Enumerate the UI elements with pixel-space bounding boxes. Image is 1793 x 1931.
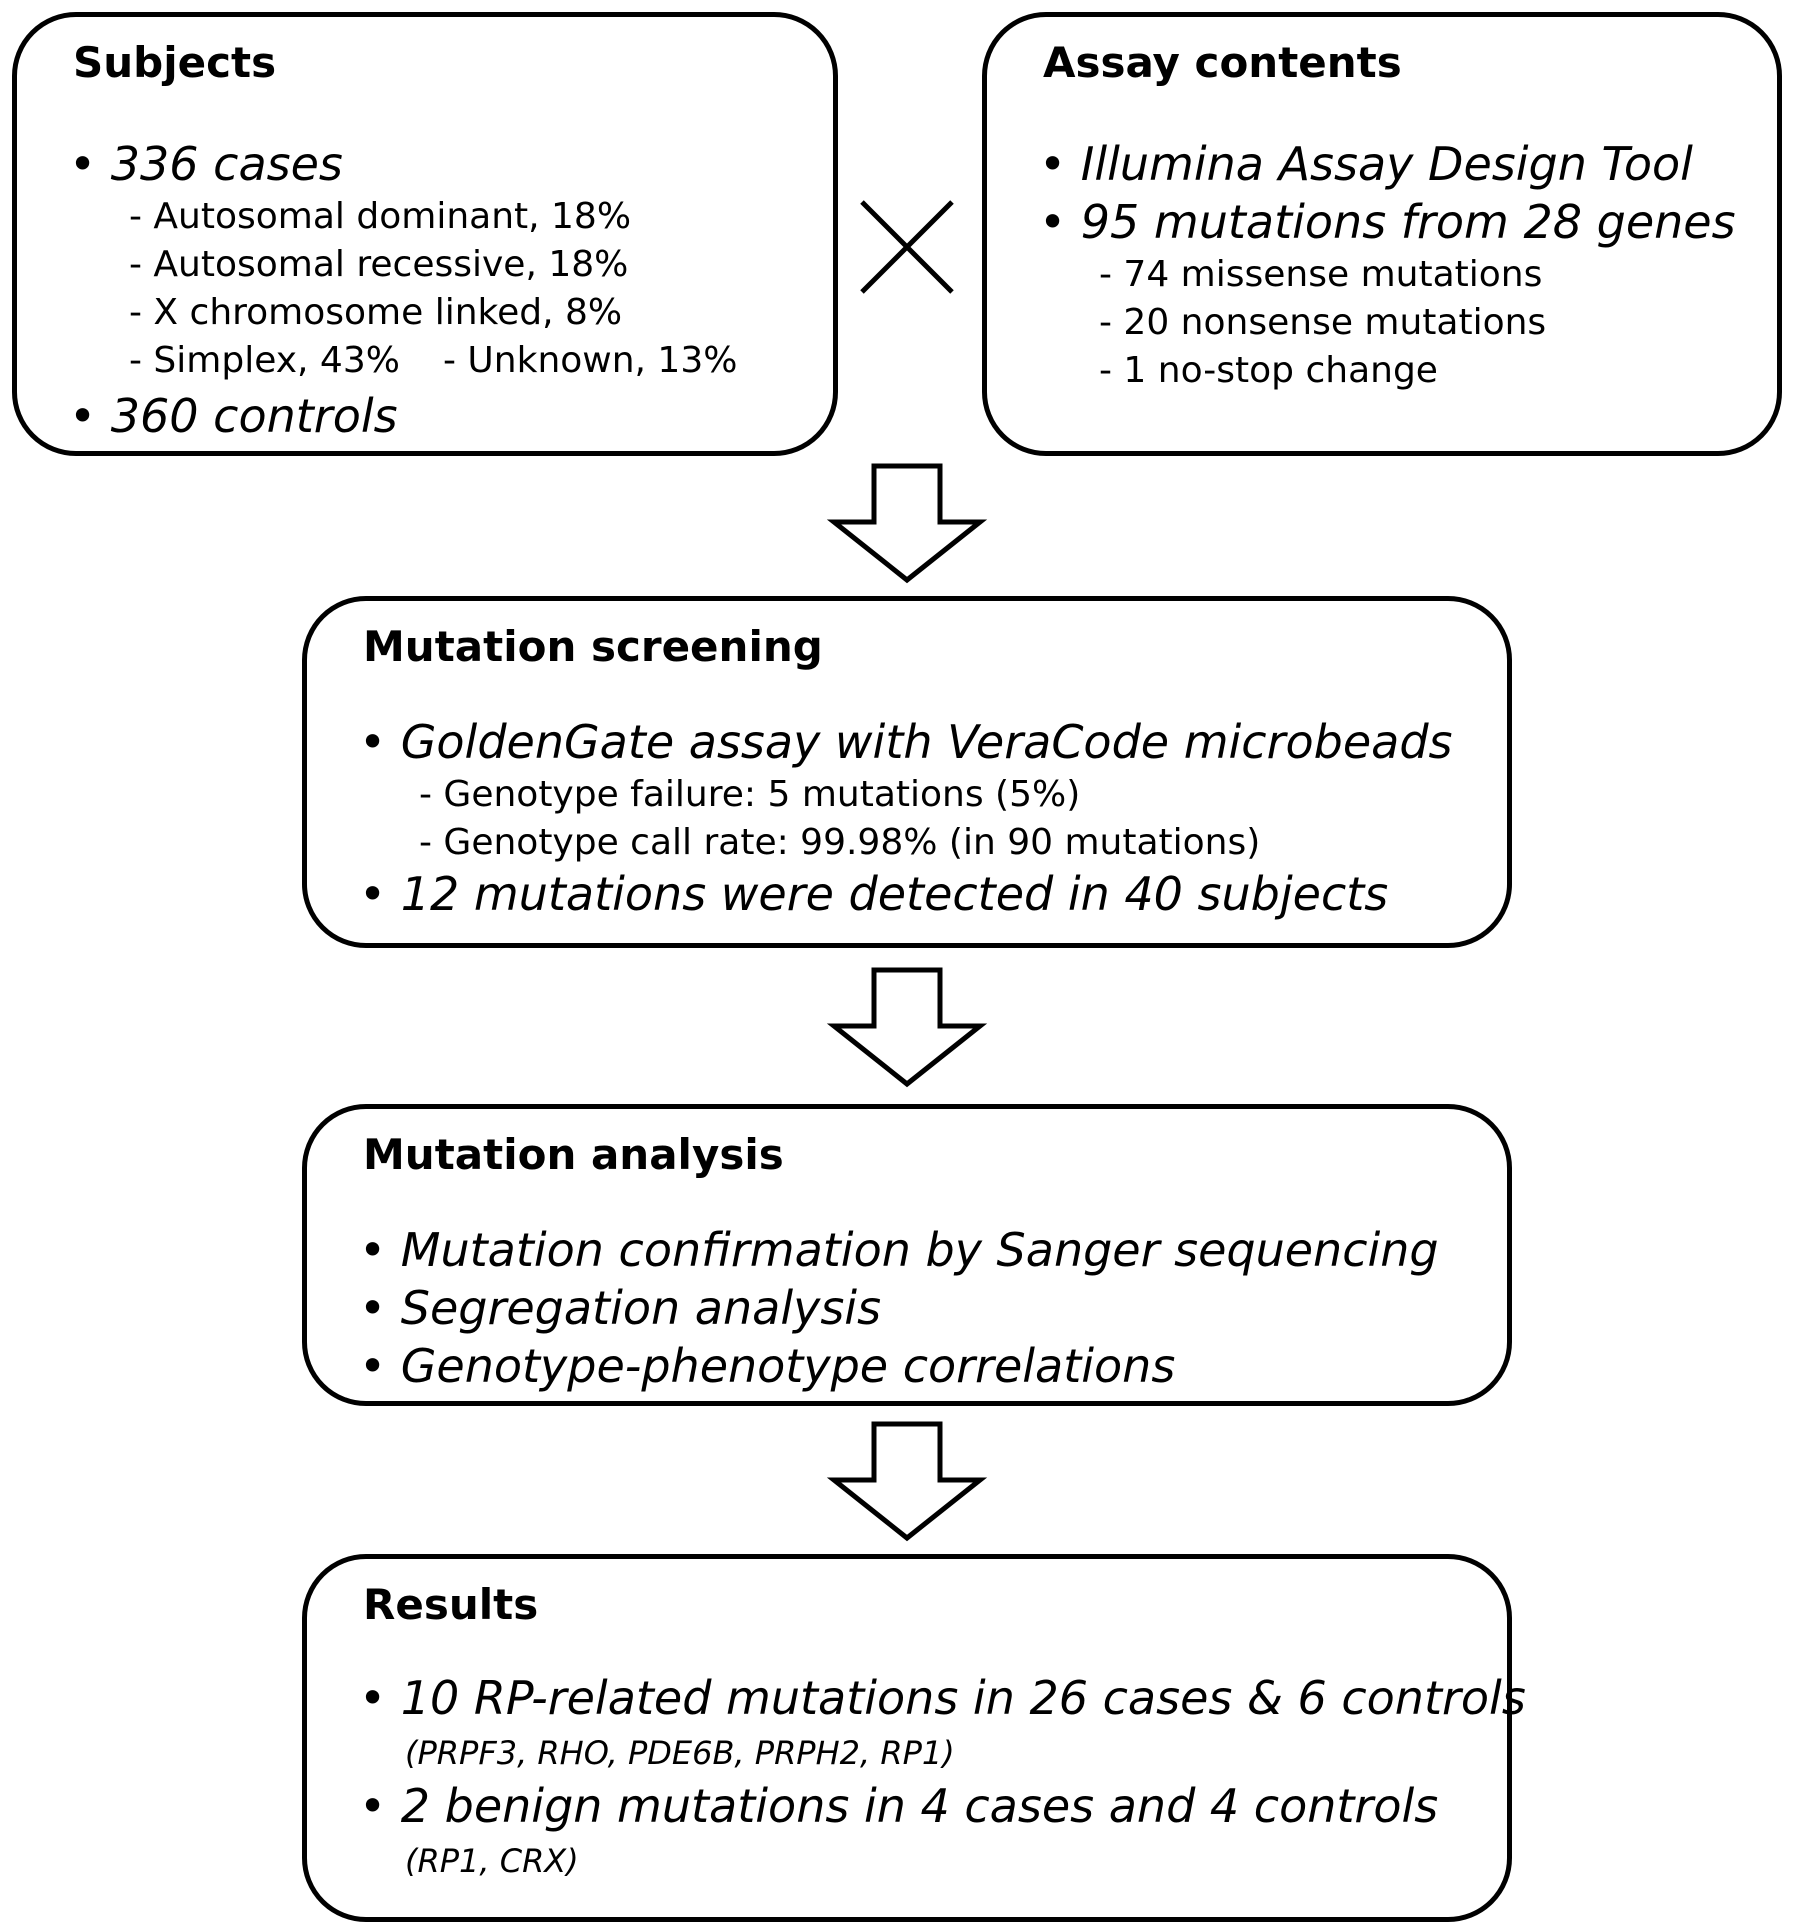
subjects-controls: • 360 controls	[69, 389, 398, 443]
down-arrow-icon	[826, 967, 988, 1088]
cross-symbol	[860, 200, 954, 294]
screening-sub-2: - Genotype call rate: 99.98% (in 90 muta…	[419, 822, 1261, 863]
screening-title: Mutation screening	[363, 622, 823, 671]
subjects-sub-simplex: - Simplex, 43%	[129, 340, 400, 381]
subjects-sub-ar: - Autosomal recessive, 18%	[129, 244, 629, 285]
analysis-item-2: • Segregation analysis	[359, 1281, 882, 1335]
results-title: Results	[363, 1580, 539, 1629]
screening-box: Mutation screening • GoldenGate assay wi…	[302, 596, 1512, 948]
subjects-sub-ad: - Autosomal dominant, 18%	[129, 196, 632, 237]
assay-box: Assay contents • Illumina Assay Design T…	[982, 12, 1782, 456]
down-arrow-icon	[826, 463, 988, 584]
analysis-item-3: • Genotype-phenotype correlations	[359, 1339, 1176, 1393]
screening-sub-1: - Genotype failure: 5 mutations (5%)	[419, 774, 1081, 815]
results-note-2: (RP1, CRX)	[405, 1842, 579, 1880]
down-arrow-icon	[826, 1421, 988, 1542]
assay-sub-3: - 1 no-stop change	[1099, 350, 1438, 391]
results-item-2: • 2 benign mutations in 4 cases and 4 co…	[359, 1779, 1439, 1833]
results-box: Results • 10 RP-related mutations in 26 …	[302, 1554, 1526, 1922]
assay-item-2: • 95 mutations from 28 genes	[1039, 195, 1736, 249]
assay-item-1: • Illumina Assay Design Tool	[1039, 137, 1693, 191]
analysis-item-1: • Mutation confirmation by Sanger sequen…	[359, 1223, 1439, 1277]
subjects-box: Subjects • 336 cases - Autosomal dominan…	[12, 12, 838, 456]
screening-item-1: • GoldenGate assay with VeraCode microbe…	[359, 715, 1453, 769]
assay-title: Assay contents	[1043, 38, 1402, 87]
subjects-sub-unknown: - Unknown, 13%	[443, 340, 738, 381]
subjects-title: Subjects	[73, 38, 277, 87]
analysis-title: Mutation analysis	[363, 1130, 784, 1179]
results-item-1: • 10 RP-related mutations in 26 cases & …	[359, 1671, 1526, 1725]
results-note-1: (PRPF3, RHO, PDE6B, PRPH2, RP1)	[405, 1734, 955, 1772]
analysis-box: Mutation analysis • Mutation confirmatio…	[302, 1104, 1512, 1406]
screening-item-2: • 12 mutations were detected in 40 subje…	[359, 867, 1389, 921]
subjects-cases: • 336 cases	[69, 137, 343, 191]
subjects-sub-xl: - X chromosome linked, 8%	[129, 292, 623, 333]
assay-sub-2: - 20 nonsense mutations	[1099, 302, 1547, 343]
assay-sub-1: - 74 missense mutations	[1099, 254, 1543, 295]
